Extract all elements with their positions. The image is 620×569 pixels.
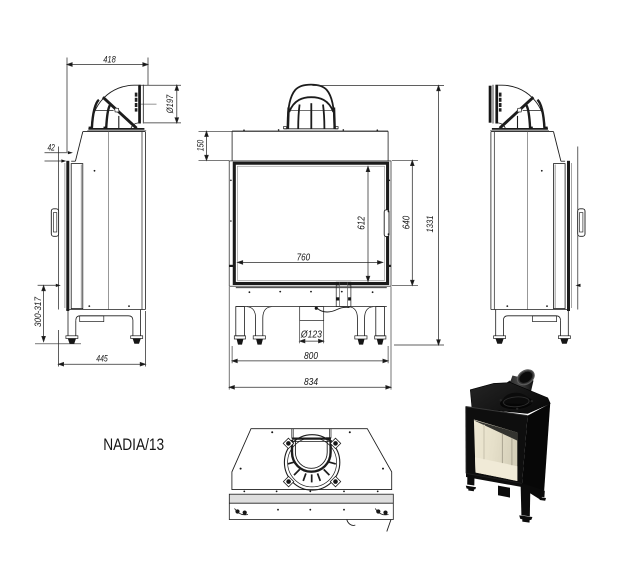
svg-text:612: 612	[356, 216, 367, 230]
svg-text:Ø123: Ø123	[300, 329, 322, 340]
svg-text:150: 150	[195, 139, 205, 151]
svg-text:800: 800	[304, 351, 318, 362]
svg-text:445: 445	[96, 353, 108, 363]
svg-text:834: 834	[304, 377, 318, 388]
svg-text:640: 640	[401, 215, 412, 229]
svg-text:Ø197: Ø197	[165, 94, 175, 114]
svg-text:760: 760	[297, 252, 311, 263]
svg-text:42: 42	[47, 142, 55, 152]
svg-text:418: 418	[103, 55, 116, 65]
svg-text:1331: 1331	[425, 216, 435, 233]
svg-text:NADIA/13: NADIA/13	[103, 435, 164, 454]
svg-text:300-317: 300-317	[33, 296, 43, 327]
